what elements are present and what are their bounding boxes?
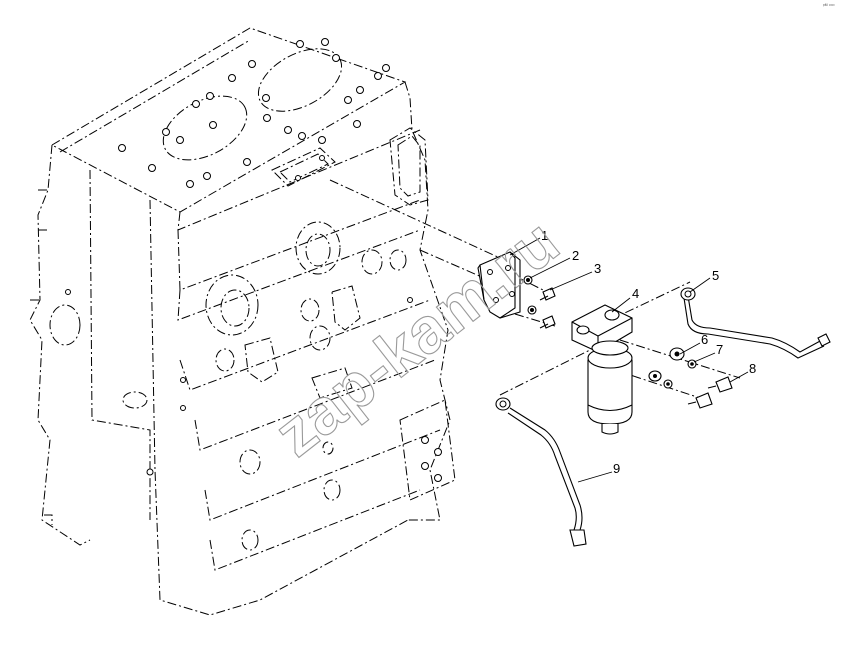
callout-4: 4 [632,286,639,301]
watermark-text: zap-kam.ru [261,205,572,470]
callout-8: 8 [749,361,756,376]
figure-code: ᵖᴹ ᵒᵒᵒ [823,3,835,9]
callout-1: 1 [541,228,548,243]
callout-leaders [509,237,749,483]
callout-9: 9 [613,461,620,476]
callout-6: 6 [701,332,708,347]
callout-5: 5 [712,268,719,283]
callout-2: 2 [572,248,579,263]
engine-block [29,27,456,616]
fuel-filter [571,304,633,435]
banjo-fasteners [648,347,733,409]
callout-labels: 1 2 3 4 5 6 7 8 9 [541,228,756,476]
head-bolt-holes [118,38,390,188]
bracket-fasteners [523,275,556,329]
callout-3: 3 [594,261,601,276]
callout-7: 7 [716,342,723,357]
outlet-pipe [680,287,831,359]
filter-bracket [477,251,521,319]
inlet-pipe [495,397,587,547]
